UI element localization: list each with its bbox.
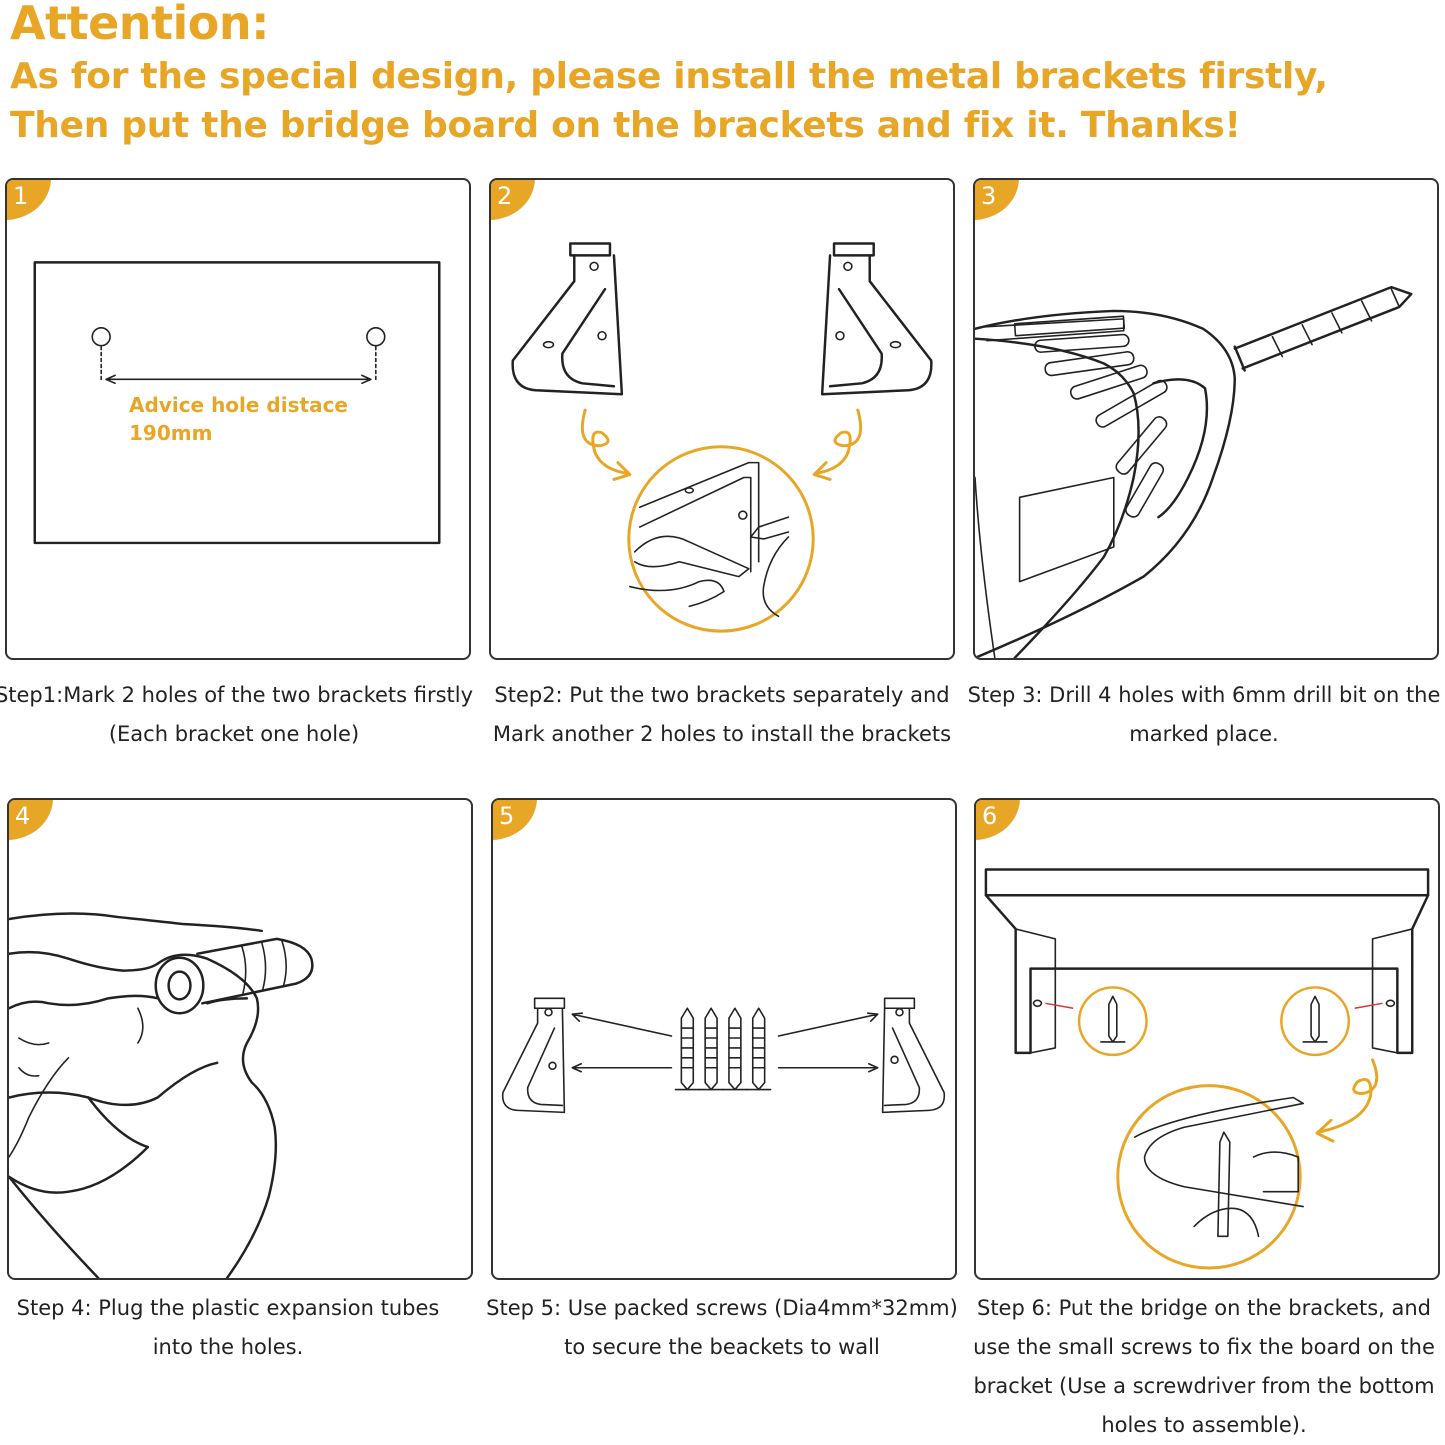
step-3-caption-line-2: marked place.	[1129, 722, 1279, 746]
step-3-panel: 3	[973, 178, 1439, 660]
step-6-caption-line-3: bracket (Use a screwdriver from the bott…	[973, 1374, 1435, 1398]
arrows-drawing	[571, 1012, 879, 1073]
screw-detail-circles	[1077, 986, 1351, 1057]
attention-line-2: Then put the bridge board on the bracket…	[10, 105, 1241, 146]
step-3-caption: Step 3: Drill 4 holes with 6mm drill bit…	[964, 676, 1444, 754]
step-badge-4	[9, 800, 53, 840]
step-number-2: 2	[497, 182, 513, 210]
hand-drawing	[9, 912, 278, 1278]
step-1-caption-line-2: (Each bracket one hole)	[108, 722, 360, 746]
step-6-caption-line-4: holes to assemble).	[1101, 1413, 1307, 1437]
screws-drawing	[674, 1007, 772, 1091]
step-1-caption: Step1:Mark 2 holes of the two brackets f…	[0, 676, 474, 754]
wall-marking-illustration	[33, 261, 441, 545]
drill-illustration	[975, 285, 1413, 658]
screwdriver-detail-drawing	[1133, 1096, 1304, 1238]
shelf-board-drawing	[984, 868, 1430, 1055]
annotation-line-1: Advice hole distace	[129, 393, 348, 417]
step-6-caption: Step 6: Put the bridge on the brackets, …	[964, 1289, 1444, 1445]
step-badge-3	[975, 180, 1019, 220]
step-1-panel: Advice hole distace 190mm 1	[5, 178, 471, 660]
left-wall-bracket-drawing	[501, 997, 566, 1114]
step-badge-5	[493, 800, 537, 840]
drill-bit-drawing	[1233, 285, 1413, 372]
step-4-caption: Step 4: Plug the plastic expansion tubes…	[0, 1289, 468, 1367]
step-number-5: 5	[499, 802, 515, 830]
attention-line-1: As for the special design, please instal…	[10, 56, 1328, 97]
expansion-tube-drawing	[154, 937, 314, 1015]
step-6-caption-line-1: Step 6: Put the bridge on the brackets, …	[976, 1296, 1432, 1320]
right-bracket-drawing	[820, 242, 933, 396]
step-5-panel: 5	[491, 798, 957, 1280]
step-5-caption-line-2: to secure the beackets to wall	[564, 1335, 880, 1359]
step-1-caption-line-1: Step1:Mark 2 holes of the two brackets f…	[0, 683, 474, 707]
step-2-panel: 2	[489, 178, 955, 660]
step-4-caption-line-1: Step 4: Plug the plastic expansion tubes	[16, 1296, 440, 1320]
screw-mounting-illustration	[501, 997, 946, 1114]
step-number-4: 4	[15, 802, 31, 830]
step-6-caption-line-2: use the small screws to fix the board on…	[973, 1335, 1435, 1359]
step-badge-1	[7, 180, 51, 220]
step-5-caption-line-1: Step 5: Use packed screws (Dia4mm*32mm)	[486, 1296, 958, 1320]
shelf-board-illustration	[984, 868, 1430, 1270]
step-5-caption: Step 5: Use packed screws (Dia4mm*32mm) …	[482, 1289, 962, 1367]
left-bracket-drawing	[511, 242, 624, 396]
marking-detail-drawing	[629, 461, 790, 618]
right-wall-bracket-drawing	[881, 997, 946, 1114]
step-number-1: 1	[13, 182, 29, 210]
step-2-caption-line-1: Step2: Put the two brackets separately a…	[494, 683, 950, 707]
hole-distance-annotation: Advice hole distace 190mm	[129, 391, 348, 447]
step-2-caption: Step2: Put the two brackets separately a…	[482, 676, 962, 754]
drill-body-drawing	[975, 309, 1236, 658]
expansion-tube-illustration	[9, 912, 314, 1278]
step-badge-2	[491, 180, 535, 220]
step-4-caption-line-2: into the holes.	[152, 1335, 304, 1359]
step-number-3: 3	[981, 182, 997, 210]
step-4-panel: 4	[7, 798, 473, 1280]
step-6-panel: 6	[974, 798, 1440, 1280]
step-number-6: 6	[982, 802, 998, 830]
attention-title: Attention:	[10, 0, 270, 50]
annotation-line-2: 190mm	[129, 421, 213, 445]
step-3-caption-line-1: Step 3: Drill 4 holes with 6mm drill bit…	[967, 683, 1441, 707]
step-badge-6	[976, 800, 1020, 840]
step-2-caption-line-2: Mark another 2 holes to install the brac…	[492, 722, 952, 746]
bracket-marking-illustration	[511, 242, 933, 633]
